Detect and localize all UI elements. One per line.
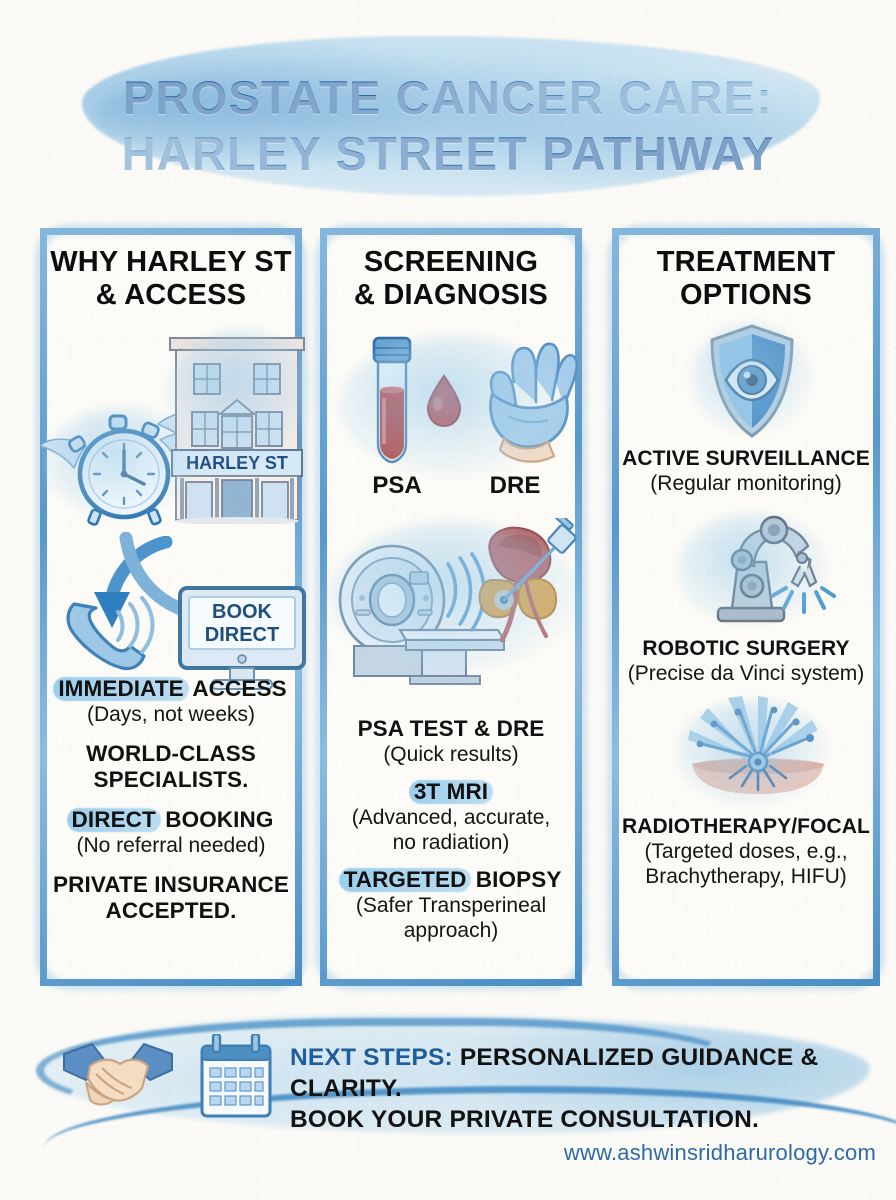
footer-swoosh-stroke bbox=[44, 1086, 896, 1156]
column1-item1-highlight: IMMEDIATE bbox=[55, 676, 186, 702]
column2-item2: 3T MRI bbox=[330, 779, 572, 805]
column2-title-line2: & DIAGNOSIS bbox=[354, 279, 548, 311]
footer-banner: NEXT STEPS: PERSONALIZED GUIDANCE & CLAR… bbox=[0, 1000, 896, 1200]
column1-title-line2: & ACCESS bbox=[95, 279, 247, 311]
column1-item4-line1: PRIVATE INSURANCE bbox=[53, 872, 289, 897]
column1-item1-sub: (Days, not weeks) bbox=[86, 703, 256, 726]
column2-item1: PSA TEST & DRE bbox=[357, 716, 545, 741]
column3-item3-sub2: Brachytherapy, HIFU) bbox=[645, 865, 847, 888]
column1-item3-rest: BOOKING bbox=[158, 807, 274, 832]
column3-item3-sub: (Targeted doses, e.g., bbox=[644, 840, 848, 863]
dre-caption: DRE bbox=[489, 472, 541, 499]
column2-title-line1: SCREENING bbox=[363, 246, 539, 278]
column-why-harley-st: WHY HARLEY ST & ACCESS bbox=[35, 224, 313, 990]
header-banner: PROSTATE CANCER CARE: HARLEY STREET PATH… bbox=[0, 26, 896, 201]
column2-item3-sub: (Safer Transperineal bbox=[355, 894, 547, 917]
website-url[interactable]: www.ashwinsridharurology.com bbox=[563, 1140, 876, 1165]
column2-item2-highlight: 3T MRI bbox=[411, 779, 491, 805]
column1-item4-line2: ACCEPTED. bbox=[105, 898, 237, 923]
column1-item3: DIRECT BOOKING bbox=[50, 807, 292, 833]
harley-st-sign-label: HARLEY ST bbox=[186, 453, 288, 473]
page-title: PROSTATE CANCER CARE: HARLEY STREET PATH… bbox=[0, 70, 896, 182]
column2-item3-highlight: TARGETED bbox=[341, 867, 470, 893]
column1-item2-line1: WORLD-CLASS bbox=[86, 741, 256, 766]
column1-title: WHY HARLEY ST & ACCESS bbox=[50, 246, 292, 312]
column2-title: SCREENING & DIAGNOSIS bbox=[330, 246, 572, 312]
column3-title-line1: TREATMENT bbox=[656, 246, 836, 278]
column2-item3: TARGETED BIOPSY bbox=[330, 867, 572, 893]
footer-cta-line1-rest: PERSONALIZED GUIDANCE & CLARITY. bbox=[290, 1044, 819, 1102]
column2-item2-sub2: no radiation) bbox=[392, 831, 510, 854]
footer-cta-line2: BOOK YOUR PRIVATE CONSULTATION. bbox=[290, 1106, 759, 1133]
psa-caption: PSA bbox=[372, 472, 422, 499]
column1-item3-highlight: DIRECT bbox=[69, 807, 159, 833]
header-watercolor-wash bbox=[82, 36, 820, 196]
column3-item3-title: RADIOTHERAPY/FOCAL bbox=[622, 815, 870, 838]
column1-item1-rest: ACCESS bbox=[186, 676, 287, 701]
monitor-screen-line2: DIRECT bbox=[205, 624, 279, 646]
header-watercolor-wash-accent bbox=[96, 56, 796, 176]
column3-title-line2: OPTIONS bbox=[680, 279, 812, 311]
column1-item2: WORLD-CLASS SPECIALISTS. bbox=[50, 741, 292, 793]
page-title-line2: HARLEY STREET PATHWAY bbox=[0, 126, 896, 182]
column1-title-line1: WHY HARLEY ST bbox=[50, 246, 292, 278]
column1-item4: PRIVATE INSURANCE ACCEPTED. bbox=[50, 872, 292, 924]
column2-item3-rest: BIOPSY bbox=[469, 867, 562, 892]
column1-item2-line2: SPECIALISTS. bbox=[93, 767, 249, 792]
column-screening-diagnosis: SCREENING & DIAGNOSIS bbox=[315, 224, 587, 990]
page-title-line1: PROSTATE CANCER CARE: bbox=[0, 70, 896, 126]
column3-title: TREATMENT OPTIONS bbox=[622, 246, 870, 312]
monitor-screen-line1: BOOK bbox=[212, 601, 273, 623]
ringing-phone-icon bbox=[66, 596, 155, 671]
calendar-icon bbox=[200, 1034, 272, 1118]
footer-ribbon-stroke bbox=[36, 1018, 736, 1128]
handshake-icon bbox=[63, 1042, 173, 1106]
column3-item2-title: ROBOTIC SURGERY bbox=[642, 637, 850, 660]
footer-next-steps-label: NEXT STEPS: bbox=[290, 1044, 453, 1071]
column1-item1: IMMEDIATE ACCESS bbox=[50, 676, 292, 702]
column3-item1-sub: (Regular monitoring) bbox=[650, 472, 842, 495]
column2-item2-sub: (Advanced, accurate, bbox=[351, 806, 551, 829]
column1-item3-sub: (No referral needed) bbox=[76, 834, 266, 857]
desktop-monitor-icon: BOOK DIRECT bbox=[178, 586, 306, 690]
column2-item1-sub: (Quick results) bbox=[383, 743, 519, 766]
columns-container: WHY HARLEY ST & ACCESS bbox=[0, 224, 896, 990]
column3-item1-title: ACTIVE SURVEILLANCE bbox=[622, 447, 870, 470]
column2-item3-sub2: approach) bbox=[403, 919, 499, 942]
footer-cta-text: NEXT STEPS: PERSONALIZED GUIDANCE & CLAR… bbox=[290, 1042, 870, 1135]
column-treatment-options: TREATMENT OPTIONS ACTIVE SURVEILLANCE bbox=[607, 224, 885, 990]
column3-item2-sub: (Precise da Vinci system) bbox=[627, 662, 865, 685]
